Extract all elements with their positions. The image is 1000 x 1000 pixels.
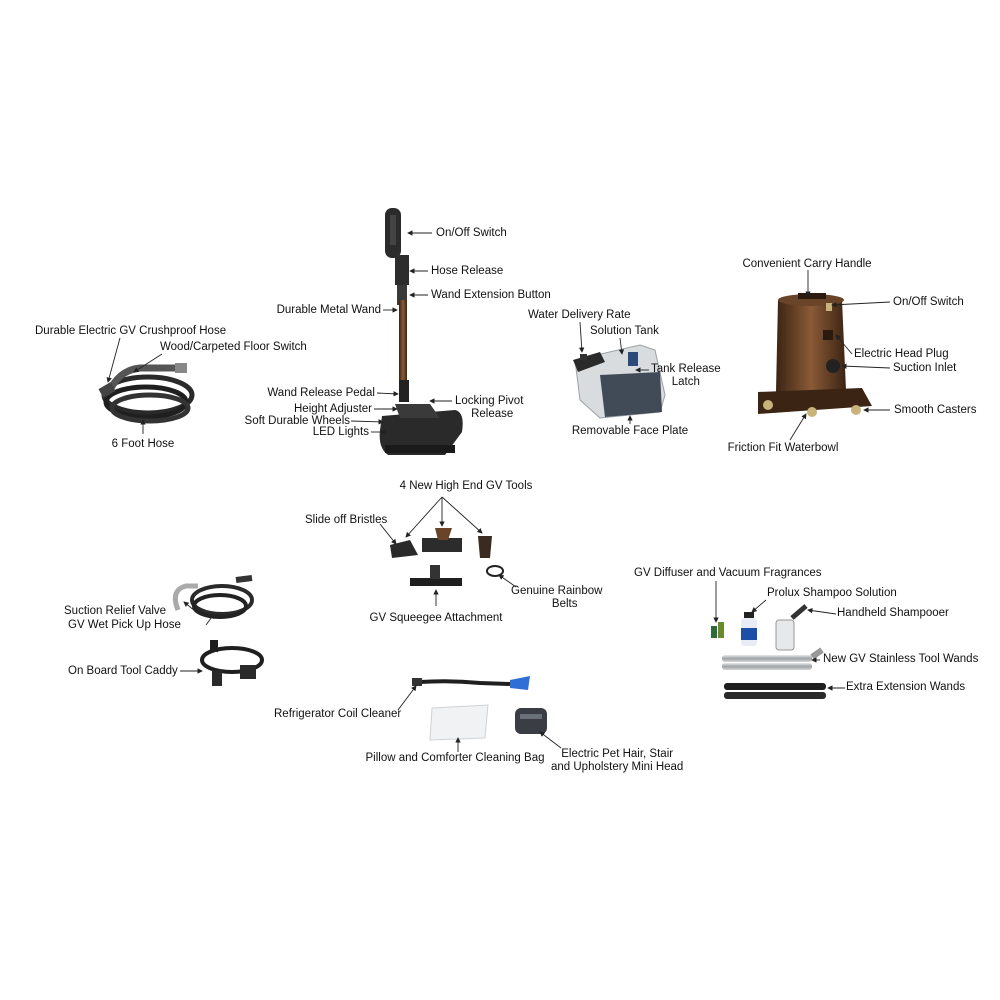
extension-wands-image	[724, 683, 826, 699]
label-squeegee: GV Squeegee Attachment	[369, 612, 503, 624]
label-height-adjuster: Height Adjuster	[294, 403, 372, 415]
label-tool-caddy: On Board Tool Caddy	[68, 665, 178, 677]
label-suction-inlet: Suction Inlet	[893, 362, 957, 374]
main-vacuum-unit-image	[758, 293, 872, 417]
label-mini-head-line1: Electric Pet Hair, Stair	[561, 748, 674, 760]
wet-pickup-hose-image	[172, 575, 254, 619]
label-mini-head: Electric Pet Hair, Stair and Upholstery …	[551, 748, 683, 774]
label-extension-wands: Extra Extension Wands	[846, 681, 966, 693]
label-diffuser: GV Diffuser and Vacuum Fragrances	[634, 567, 822, 579]
shampoo-bottle-image	[741, 612, 757, 646]
label-coil-cleaner: Refrigerator Coil Cleaner	[274, 708, 402, 720]
label-durable-metal-wand: Durable Metal Wand	[276, 304, 381, 316]
label-on-off-switch-unit: On/Off Switch	[893, 296, 964, 308]
label-wand-extension-button: Wand Extension Button	[431, 289, 551, 301]
label-locking-pivot-line1: Locking Pivot	[455, 395, 524, 407]
crushproof-hose-image	[98, 363, 195, 424]
label-tank-release-latch: Tank Release Latch	[651, 363, 721, 389]
label-mini-head-line2: and Upholstery Mini Head	[551, 761, 684, 773]
label-rainbow-belts-line1: Genuine Rainbow	[511, 585, 603, 597]
label-wet-pickup-hose: GV Wet Pick Up Hose	[68, 619, 181, 631]
label-shampoo-solution: Prolux Shampoo Solution	[767, 587, 897, 599]
label-led-lights: LED Lights	[312, 426, 369, 438]
label-soft-durable-wheels: Soft Durable Wheels	[244, 415, 350, 427]
label-suction-relief-valve: Suction Relief Valve	[64, 605, 167, 617]
label-solution-tank: Solution Tank	[590, 325, 659, 337]
label-crushproof-hose: Durable Electric GV Crushproof Hose	[35, 325, 227, 337]
label-tank-release-line2: Latch	[671, 376, 700, 388]
coil-cleaner-image	[412, 676, 530, 690]
label-slide-off-bristles: Slide off Bristles	[305, 514, 388, 526]
fragrances-image	[711, 622, 724, 638]
stainless-wands-image	[722, 647, 824, 670]
label-carry-handle: Convenient Carry Handle	[742, 258, 872, 270]
label-genuine-rainbow-belts: Genuine Rainbow Belts	[511, 585, 602, 611]
label-electric-head-plug: Electric Head Plug	[854, 348, 949, 360]
carpet-shampooer-image	[573, 344, 666, 419]
label-floor-switch: Wood/Carpeted Floor Switch	[160, 341, 307, 353]
mini-head-image	[515, 708, 547, 734]
tool-caddy-image	[200, 640, 264, 686]
label-stainless-wands: New GV Stainless Tool Wands	[823, 653, 979, 665]
label-water-delivery-rate: Water Delivery Rate	[528, 309, 631, 321]
label-friction-fit-waterbowl: Friction Fit Waterbowl	[727, 442, 839, 454]
handheld-shampooer-image	[775, 604, 808, 651]
label-handheld-shampooer: Handheld Shampooer	[837, 607, 949, 619]
label-rainbow-belts-line2: Belts	[551, 598, 578, 610]
upright-wand-image	[379, 208, 463, 455]
label-removable-face-plate: Removable Face Plate	[571, 425, 689, 437]
label-on-off-switch-wand: On/Off Switch	[436, 227, 507, 239]
label-locking-pivot-line2: Release	[471, 408, 514, 420]
label-hose-release: Hose Release	[431, 265, 504, 277]
label-smooth-casters: Smooth Casters	[894, 404, 977, 416]
label-wand-release-pedal: Wand Release Pedal	[267, 387, 375, 399]
label-locking-pivot-release: Locking Pivot Release	[455, 395, 523, 421]
gv-tools-image	[390, 528, 504, 586]
cleaning-bag-image	[429, 704, 489, 741]
label-four-new-tools: 4 New High End GV Tools	[399, 480, 533, 492]
label-cleaning-bag: Pillow and Comforter Cleaning Bag	[365, 752, 545, 764]
label-tank-release-line1: Tank Release	[651, 363, 721, 375]
label-six-foot-hose: 6 Foot Hose	[111, 438, 175, 450]
